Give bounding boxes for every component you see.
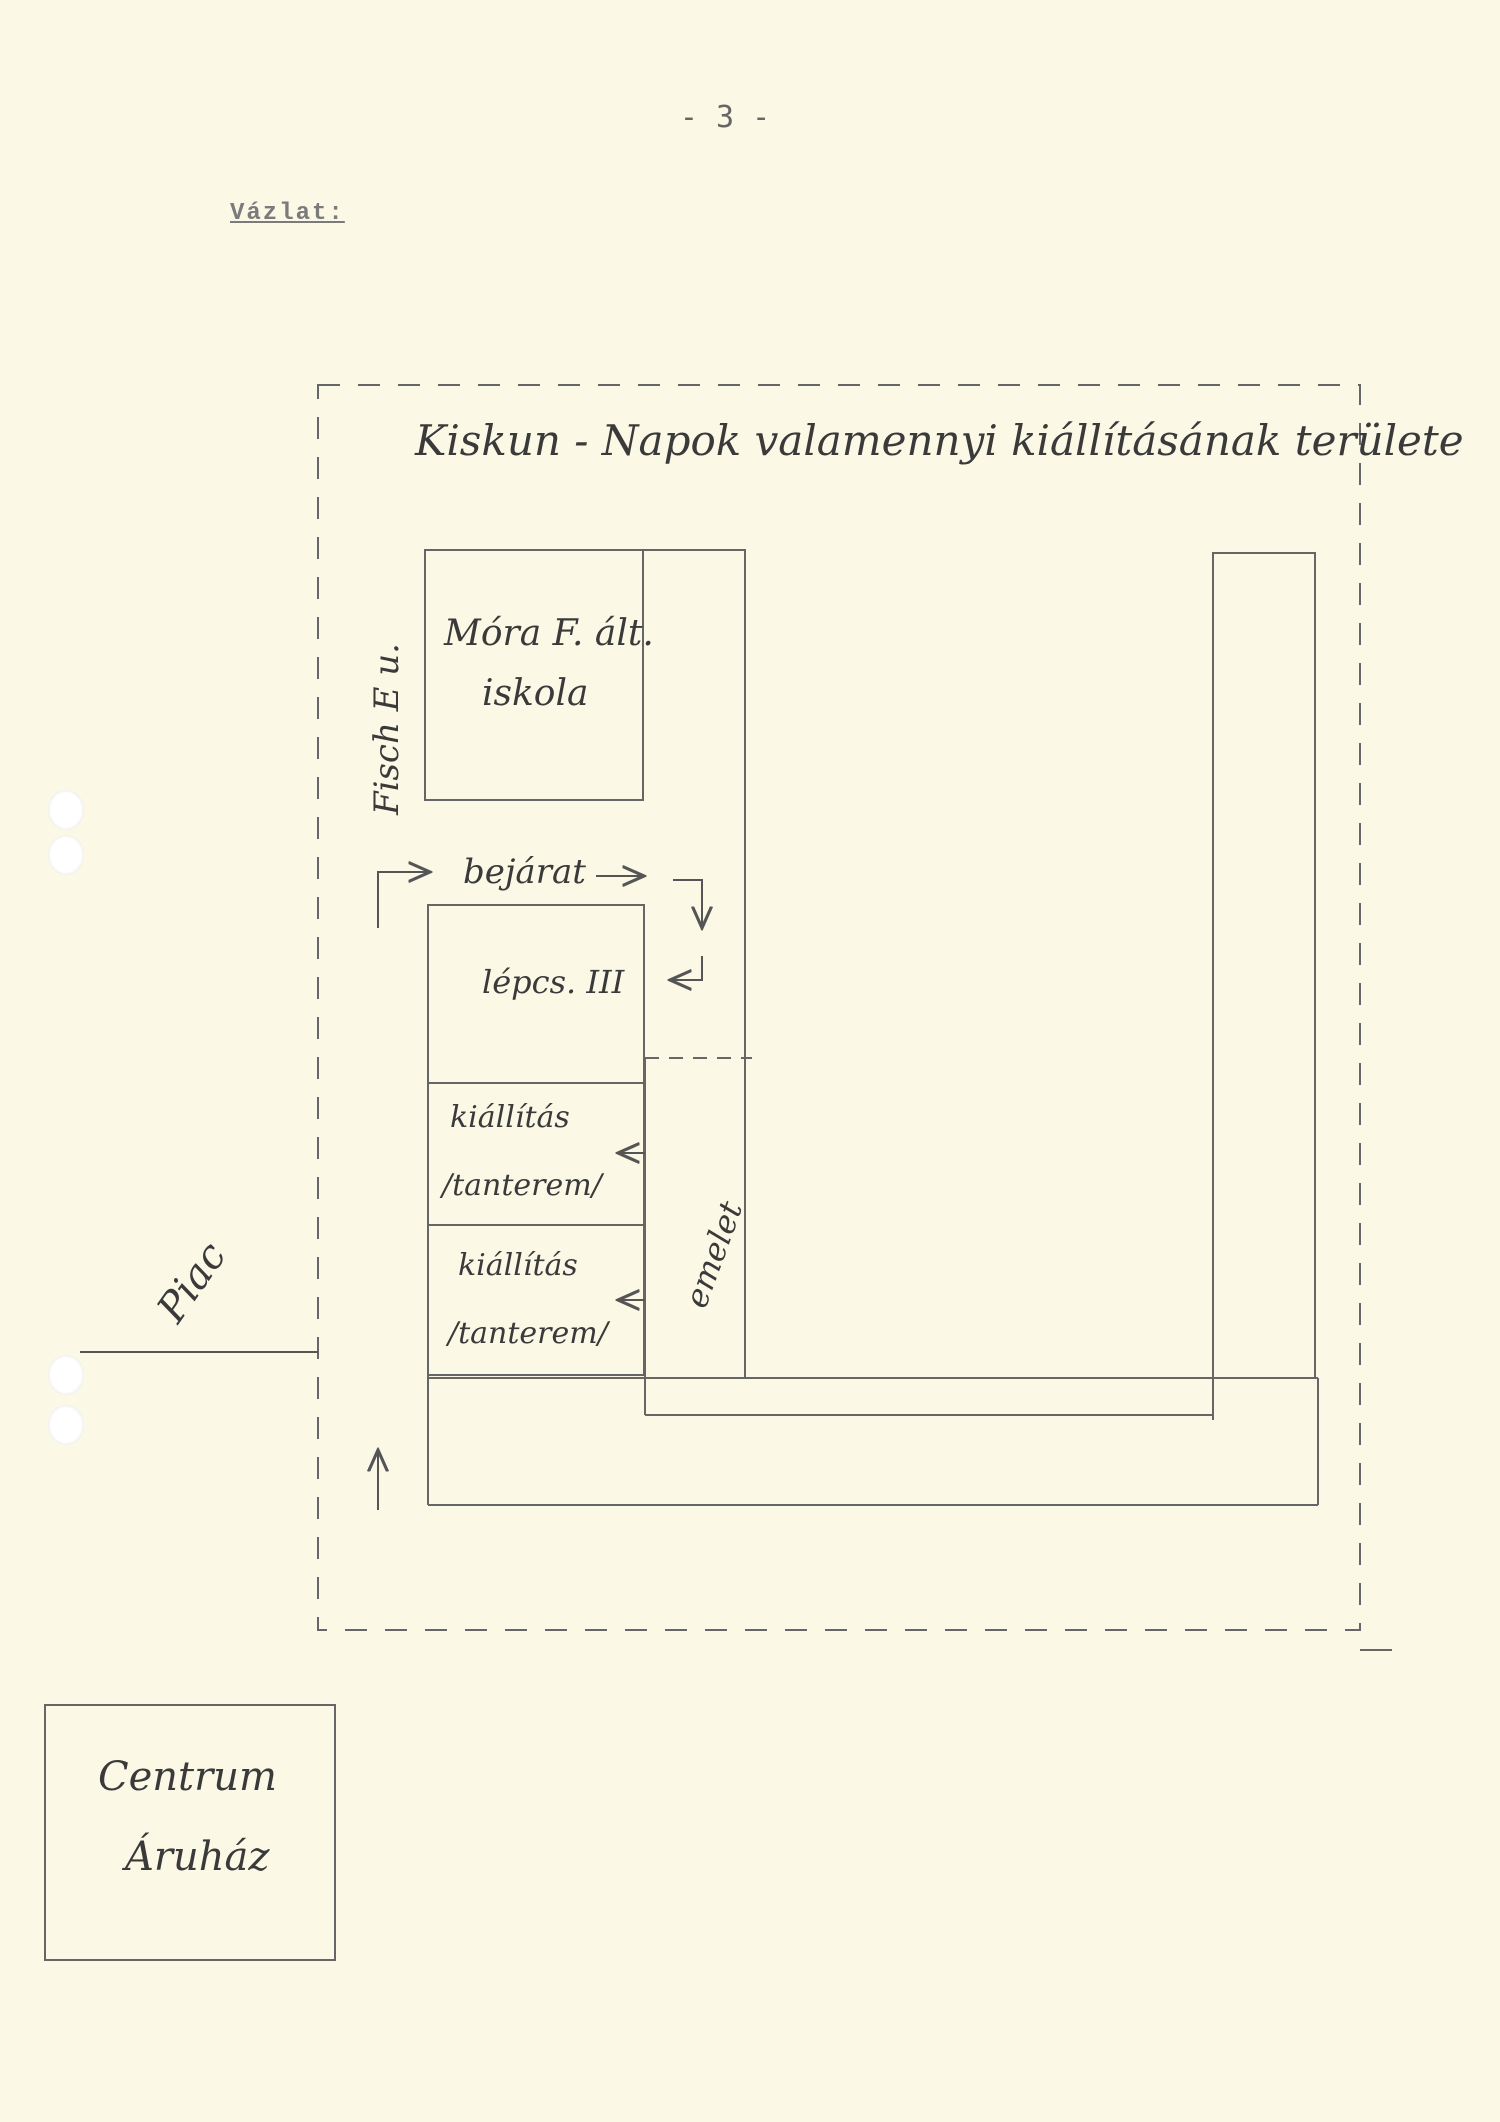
punch-hole: [48, 1405, 84, 1445]
punch-hole: [48, 835, 84, 875]
store-label-line1: Centrum: [98, 1754, 277, 1800]
classroom-1-label-line1: kiállítás: [450, 1100, 570, 1135]
exhibition-area-boundary: [317, 384, 1361, 1631]
area-title: Kiskun - Napok valamennyi kiállításának …: [414, 416, 1464, 465]
entrance-arrow-in: [377, 872, 430, 928]
classroom-2-label-line1: kiállítás: [458, 1248, 578, 1283]
street-label: Fisch E u.: [367, 643, 407, 816]
punch-hole: [48, 790, 84, 830]
school-label-line1: Móra F. ált.: [443, 613, 654, 654]
page-number: - 3 -: [679, 100, 771, 135]
store-label-line2: Áruház: [121, 1833, 270, 1880]
school-label-line2: iskola: [482, 673, 588, 714]
school-building: [424, 549, 644, 801]
floor-label: emelet: [677, 1196, 750, 1313]
entrance-label: bejárat: [463, 852, 586, 892]
stair-down-arrow: [673, 879, 702, 928]
staircase-label: lépcs. III: [482, 963, 626, 1001]
market-label: Piac: [148, 1234, 236, 1332]
school-wing: [643, 549, 746, 1378]
classroom-2-label-line2: /tanterem/: [445, 1316, 611, 1351]
stair-return-arrow: [670, 956, 703, 980]
punch-hole: [48, 1355, 84, 1395]
page-heading: Vázlat:: [230, 200, 345, 227]
store-building: [44, 1704, 336, 1961]
right-wing: [1212, 552, 1316, 1420]
classroom-1-label-line2: /tanterem/: [439, 1168, 605, 1203]
